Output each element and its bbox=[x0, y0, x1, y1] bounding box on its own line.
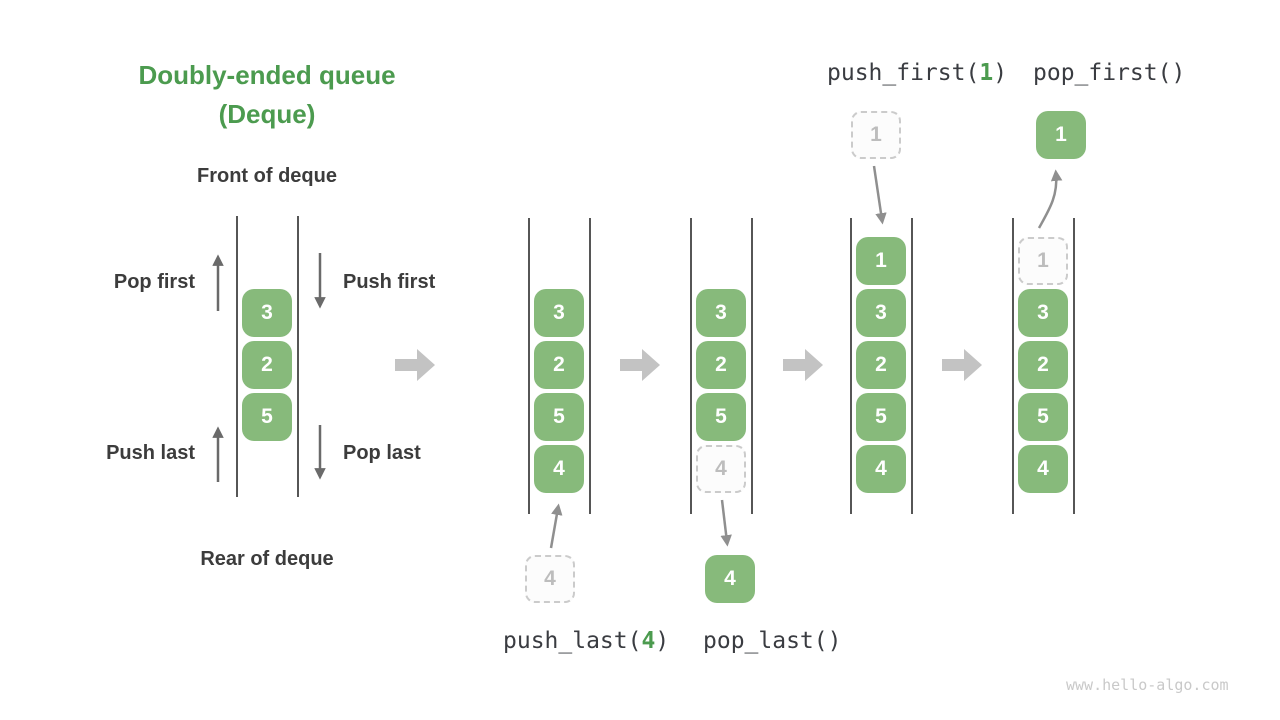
deque-cell: 3 bbox=[696, 289, 746, 337]
deque-cell: 5 bbox=[242, 393, 292, 441]
deque-cell: 3 bbox=[534, 289, 584, 337]
deque-cell: 4 bbox=[534, 445, 584, 493]
front-of-deque-label: Front of deque bbox=[197, 165, 337, 187]
deque-wall-right bbox=[751, 218, 753, 514]
right-arrow-icon bbox=[395, 349, 435, 381]
push-first-code-suffix: ) bbox=[993, 60, 1008, 86]
deque-wall-right bbox=[1073, 218, 1075, 514]
deque-cell: 4 bbox=[1018, 445, 1068, 493]
deque-cell: 5 bbox=[856, 393, 906, 441]
right-arrow-icon bbox=[620, 349, 660, 381]
push-first-code-label: push_first(1) bbox=[827, 59, 1007, 87]
deque-cell: 5 bbox=[1018, 393, 1068, 441]
deque-wall-right bbox=[589, 218, 591, 514]
push-last-code-suffix: ) bbox=[655, 628, 670, 654]
push-last-transfer-arrow bbox=[549, 503, 563, 549]
rear-of-deque-label: Rear of deque bbox=[200, 548, 334, 570]
deque-wall-right bbox=[911, 218, 913, 514]
push-first-label: Push first bbox=[343, 271, 436, 293]
deque-cell: 3 bbox=[242, 289, 292, 337]
deque-cell-ghost: 4 bbox=[696, 445, 746, 493]
deque-wall-left bbox=[850, 218, 852, 514]
deque-cell: 2 bbox=[534, 341, 584, 389]
deque-external-cell-below-ghost: 4 bbox=[525, 555, 575, 603]
push-last-code-label: push_last(4) bbox=[503, 627, 669, 655]
diagram-title: Doubly-ended queue (Deque) bbox=[117, 56, 417, 134]
deque-external-cell-above: 1 bbox=[1036, 111, 1086, 159]
pop-last-transfer-arrow bbox=[720, 499, 732, 547]
push-first-code-prefix: push_first( bbox=[827, 60, 980, 86]
deque-wall-left bbox=[1012, 218, 1014, 514]
deque-cell: 2 bbox=[1018, 341, 1068, 389]
push-last-code-arg: 4 bbox=[641, 628, 656, 654]
pop-first-transfer-arrow bbox=[1037, 169, 1063, 229]
deque-cell: 3 bbox=[856, 289, 906, 337]
right-arrow-icon bbox=[783, 349, 823, 381]
deque-cell: 5 bbox=[534, 393, 584, 441]
right-arrow-icon bbox=[942, 349, 982, 381]
deque-cell: 2 bbox=[242, 341, 292, 389]
deque-wall-left bbox=[528, 218, 530, 514]
title-line-2: (Deque) bbox=[218, 99, 316, 129]
push-last-label: Push last bbox=[106, 442, 195, 464]
pop-first-code-label: pop_first() bbox=[1033, 60, 1186, 86]
deque-external-cell-below: 4 bbox=[705, 555, 755, 603]
title-line-1: Doubly-ended queue bbox=[138, 60, 396, 90]
pop-first-label: Pop first bbox=[113, 271, 195, 293]
deque-cell: 2 bbox=[696, 341, 746, 389]
deque-cell: 1 bbox=[856, 237, 906, 285]
pop-last-label: Pop last bbox=[343, 442, 421, 464]
deque-cell-ghost: 1 bbox=[1018, 237, 1068, 285]
watermark: www.hello-algo.com bbox=[1066, 676, 1229, 694]
deque-cell: 5 bbox=[696, 393, 746, 441]
deque-external-cell-above-ghost: 1 bbox=[851, 111, 901, 159]
push-first-code-arg: 1 bbox=[979, 60, 994, 86]
deque-cell: 3 bbox=[1018, 289, 1068, 337]
push-last-code-prefix: push_last( bbox=[503, 628, 642, 654]
deque-wall-right bbox=[297, 216, 299, 497]
deque-cell: 4 bbox=[856, 445, 906, 493]
deque-cell: 2 bbox=[856, 341, 906, 389]
pop-last-code-label: pop_last() bbox=[703, 628, 842, 654]
deque-wall-left bbox=[236, 216, 238, 497]
push-first-transfer-arrow bbox=[872, 165, 887, 225]
deque-wall-left bbox=[690, 218, 692, 514]
